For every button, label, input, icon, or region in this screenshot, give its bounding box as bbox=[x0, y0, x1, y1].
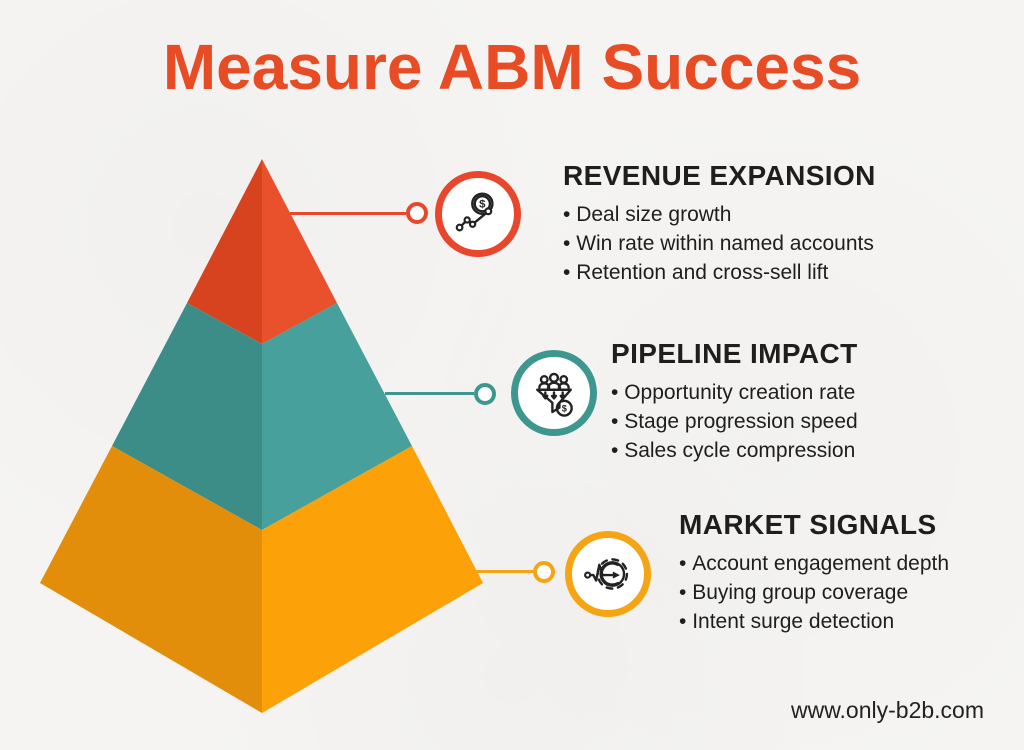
bullet-list: Opportunity creation rate Stage progress… bbox=[611, 378, 858, 465]
section-heading: MARKET SIGNALS bbox=[679, 509, 937, 540]
bullet-list: Deal size growth Win rate within named a… bbox=[563, 200, 876, 287]
pyramid-tier-bottom-left-face bbox=[40, 446, 262, 713]
section-market-signals: MARKET SIGNALS Account engagement depth … bbox=[679, 509, 949, 636]
connector-ring-revenue bbox=[406, 202, 428, 224]
section-heading: PIPELINE IMPACT bbox=[611, 338, 858, 369]
bullet-item: Opportunity creation rate bbox=[611, 378, 858, 407]
pyramid-tier-middle-right-face bbox=[262, 303, 412, 530]
dollar-glyph: $ bbox=[479, 199, 486, 211]
revenue-expansion-badge: $ bbox=[435, 171, 521, 257]
section-heading: REVENUE EXPANSION bbox=[563, 160, 876, 191]
connector-ring-pipeline bbox=[474, 383, 496, 405]
website-url: www.only-b2b.com bbox=[790, 697, 984, 723]
dollar-glyph: $ bbox=[562, 403, 567, 413]
bullet-item: Retention and cross-sell lift bbox=[563, 258, 876, 287]
pipeline-funnel-icon: $ bbox=[536, 372, 573, 417]
bullet-item: Account engagement depth bbox=[679, 549, 949, 578]
bullet-item: Stage progression speed bbox=[611, 407, 858, 436]
market-signals-badge bbox=[565, 531, 651, 617]
pyramid-tier-bottom-right-face bbox=[262, 446, 483, 713]
section-pipeline-impact: PIPELINE IMPACT Opportunity creation rat… bbox=[611, 338, 858, 465]
connector-line-revenue bbox=[290, 212, 406, 215]
bullet-item: Buying group coverage bbox=[679, 578, 949, 607]
pipeline-impact-badge: $ bbox=[511, 350, 597, 436]
bullet-item: Intent surge detection bbox=[679, 607, 949, 636]
connector-ring-market bbox=[533, 561, 555, 583]
pyramid-tier-middle-left-face bbox=[112, 303, 262, 530]
bullet-item: Win rate within named accounts bbox=[563, 229, 876, 258]
section-revenue-expansion: REVENUE EXPANSION Deal size growth Win r… bbox=[563, 160, 876, 287]
revenue-growth-icon: $ bbox=[455, 192, 494, 232]
bullet-item: Deal size growth bbox=[563, 200, 876, 229]
bullet-item: Sales cycle compression bbox=[611, 436, 858, 465]
pyramid-tier-top-left-face bbox=[187, 159, 262, 344]
connector-line-pipeline bbox=[385, 392, 474, 395]
market-signals-icon bbox=[584, 558, 629, 590]
pyramid-tier-top-right-face bbox=[262, 159, 337, 344]
bullet-list: Account engagement depth Buying group co… bbox=[679, 549, 949, 636]
connector-line-market bbox=[474, 570, 533, 573]
page-title: Measure ABM Success bbox=[162, 31, 862, 103]
